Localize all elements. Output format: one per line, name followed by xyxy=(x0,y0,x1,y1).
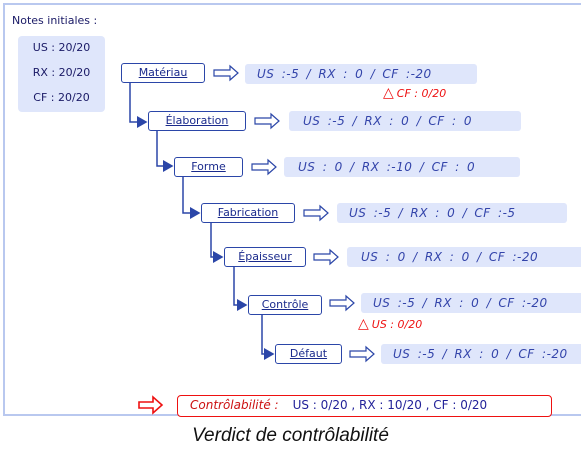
step-defaut-label: Défaut xyxy=(289,347,328,360)
step-materiau[interactable]: Matériau xyxy=(121,63,205,83)
step-epaisseur-label: Épaisseur xyxy=(238,250,292,263)
step-materiau-label: Matériau xyxy=(138,66,188,79)
initial-note-cf: CF : 20/20 xyxy=(33,91,90,104)
step-epaisseur[interactable]: Épaisseur xyxy=(224,247,306,267)
verdict-box: Contrôlabilité : US : 0/20 , RX : 10/20 ,… xyxy=(177,395,552,417)
warning-controle: △US : 0/20 xyxy=(358,316,422,332)
result-materiau: US :-5 / RX : 0 / CF :-20 xyxy=(245,64,477,84)
step-fabrication[interactable]: Fabrication xyxy=(201,203,295,223)
result-epaisseur: US : 0 / RX : 0 / CF :-20 xyxy=(347,247,581,267)
arrow-materiau-icon xyxy=(213,64,239,82)
initial-notes-box: US : 20/20 RX : 20/20 CF : 20/20 xyxy=(18,36,105,112)
warning-materiau: △CF : 0/20 xyxy=(383,85,446,101)
result-defaut: US :-5 / RX : 0 / CF :-20 xyxy=(381,344,581,364)
warning-materiau-text: CF : 0/20 xyxy=(396,87,447,100)
initial-note-us: US : 20/20 xyxy=(32,41,91,54)
step-controle-label: Contrôle xyxy=(261,298,309,311)
connector-materiau-elaboration xyxy=(129,82,148,128)
result-elaboration: US :-5 / RX : 0 / CF : 0 xyxy=(289,111,521,131)
warning-controle-text: US : 0/20 xyxy=(371,318,423,331)
connector-epaisseur-controle xyxy=(233,266,248,311)
verdict-values: US : 0/20 , RX : 10/20 , CF : 0/20 xyxy=(292,398,488,412)
arrow-defaut-icon xyxy=(349,345,375,363)
result-controle: US :-5 / RX : 0 / CF :-20 xyxy=(361,293,581,313)
connector-elaboration-forme xyxy=(156,131,174,172)
result-fabrication: US :-5 / RX : 0 / CF :-5 xyxy=(337,203,567,223)
connector-fabrication-epaisseur xyxy=(210,222,224,263)
initial-note-rx: RX : 20/20 xyxy=(32,66,91,79)
initial-notes-title: Notes initiales : xyxy=(12,14,98,27)
verdict-label: Contrôlabilité : xyxy=(190,398,279,412)
connector-forme-fabrication xyxy=(182,175,201,219)
arrow-controle-icon xyxy=(329,294,355,312)
result-forme: US : 0 / RX :-10 / CF : 0 xyxy=(284,157,520,177)
step-forme[interactable]: Forme xyxy=(174,157,243,177)
warning-triangle-icon: △ xyxy=(383,85,394,101)
step-defaut[interactable]: Défaut xyxy=(275,344,342,364)
step-fabrication-label: Fabrication xyxy=(217,206,279,219)
step-elaboration[interactable]: Élaboration xyxy=(148,111,246,131)
step-controle[interactable]: Contrôle xyxy=(248,295,322,315)
arrow-elaboration-icon xyxy=(254,112,280,130)
arrow-fabrication-icon xyxy=(303,204,329,222)
arrow-epaisseur-icon xyxy=(313,248,339,266)
warning-triangle-icon: △ xyxy=(358,316,369,332)
step-elaboration-label: Élaboration xyxy=(165,114,229,127)
figure-caption: Verdict de contrôlabilité xyxy=(192,425,389,446)
step-forme-label: Forme xyxy=(191,160,226,173)
verdict-arrow-icon xyxy=(138,395,164,415)
connector-controle-defaut xyxy=(261,315,275,360)
arrow-forme-icon xyxy=(251,158,277,176)
